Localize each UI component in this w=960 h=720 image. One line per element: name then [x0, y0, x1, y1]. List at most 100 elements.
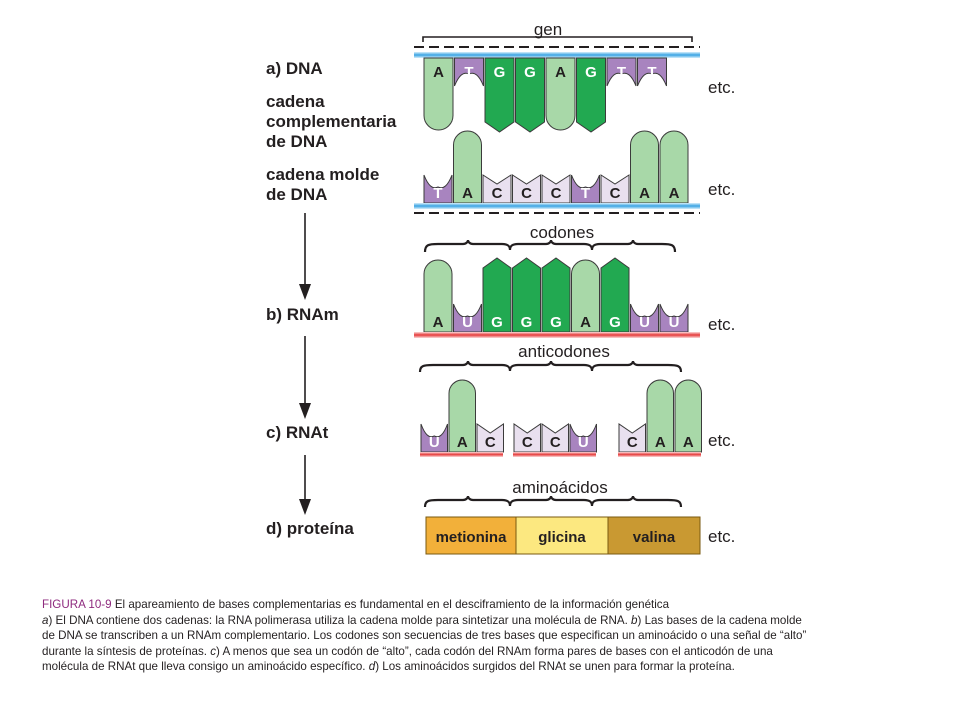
base-letter: A — [683, 434, 694, 451]
codones-bracket: codones — [423, 223, 677, 253]
label-cadena-complementaria: cadena complementaria de DNA — [266, 92, 396, 152]
caption-l2-b: de DNA se transcriben a un RNAm compleme… — [42, 629, 807, 643]
dna-top-backbone — [414, 46, 700, 58]
base-letter: C — [627, 434, 638, 451]
aminoacid-valina: valina — [633, 529, 676, 546]
caption-l4-b: molécula de RNAt que lleva consigo un am… — [42, 660, 369, 674]
base-letter: T — [464, 64, 473, 81]
base-letter: G — [524, 64, 536, 81]
label-d-proteina: d) proteína — [266, 519, 354, 538]
caption-line-2: de DNA se transcriben a un RNAm compleme… — [42, 628, 922, 644]
base-letter: A — [555, 64, 566, 81]
base-u — [630, 303, 659, 333]
label-cadena-complementaria-line2: complementaria — [266, 112, 397, 131]
caption-l3-c: c — [210, 644, 217, 658]
caption-l1-d: ) Las bases de la cadena molde — [637, 613, 802, 627]
label-cadena-complementaria-line1: cadena — [266, 92, 325, 111]
label-b-rnam: b) RNAm — [266, 305, 339, 324]
base-letter: A — [655, 434, 666, 451]
base-t — [637, 57, 667, 87]
base-letter: C — [550, 434, 561, 451]
base-letter: T — [581, 185, 590, 202]
caption-l4-c: d — [368, 660, 376, 674]
caption-l3-b: durante la síntesis de proteínas. — [42, 644, 211, 658]
base-t — [423, 174, 453, 204]
base-g — [576, 57, 606, 133]
etc-label-4: etc. — [708, 431, 735, 450]
base-a — [423, 57, 454, 131]
base-u — [453, 303, 482, 333]
base-letter: C — [522, 434, 533, 451]
caption-l1-c: b — [631, 613, 638, 627]
base-a — [453, 130, 482, 204]
base-letter: A — [580, 314, 591, 331]
label-cadena-complementaria-line3: de DNA — [266, 132, 328, 151]
base-a — [448, 379, 476, 453]
base-letter: C — [492, 185, 503, 202]
base-letter: U — [429, 434, 440, 451]
base-letter: C — [485, 434, 496, 451]
base-u — [420, 423, 448, 453]
label-cadena-molde-line2: de DNA — [266, 185, 328, 204]
base-letter: G — [585, 64, 597, 81]
etc-label-3: etc. — [708, 315, 735, 334]
base-letter: C — [610, 185, 621, 202]
etc-label-2: etc. — [708, 180, 735, 199]
base-letter: T — [617, 64, 626, 81]
base-t — [571, 174, 600, 204]
caption-title: FIGURA 10-9 — [42, 598, 112, 611]
protein-chain: metionina glicina valina — [425, 516, 701, 555]
base-letter: G — [550, 314, 562, 331]
base-letter: A — [639, 185, 650, 202]
base-letter: A — [433, 314, 444, 331]
base-letter: G — [491, 314, 503, 331]
caption-l4-d: ) Los aminoácidos surgidos del RNAt se u… — [375, 660, 735, 674]
base-a — [659, 130, 689, 204]
aminoacid-metionina: metionina — [436, 529, 507, 546]
base-g — [515, 57, 545, 133]
base-t — [454, 57, 484, 87]
base-letter: A — [462, 185, 473, 202]
base-a — [674, 379, 702, 453]
base-a — [423, 259, 453, 333]
base-t — [606, 57, 637, 87]
flow-arrows — [299, 213, 311, 515]
caption-line-3: durante la síntesis de proteínas. c) A m… — [42, 644, 922, 660]
caption-line-4: molécula de RNAt que lleva consigo un am… — [42, 659, 922, 675]
base-letter: U — [639, 314, 650, 331]
etc-label-5: etc. — [708, 527, 735, 546]
dna-bottom-backbone — [414, 203, 700, 214]
base-letter: T — [433, 185, 442, 202]
base-letter: U — [462, 314, 473, 331]
caption-l3-d: ) A menos que sea un codón de “alto”, ca… — [216, 644, 773, 658]
gen-label: gen — [534, 20, 562, 39]
etc-label-1: etc. — [708, 78, 735, 97]
base-u — [659, 303, 689, 333]
base-letter: U — [578, 434, 589, 451]
label-a-dna: a) DNA — [266, 59, 323, 78]
mrna-backbone — [414, 332, 700, 338]
base-a — [630, 130, 659, 204]
caption-line-1: a) El DNA contiene dos cadenas: la RNA p… — [42, 613, 922, 629]
base-letter: G — [494, 64, 506, 81]
codones-label: codones — [530, 223, 594, 242]
base-a — [571, 259, 600, 333]
caption-l1-b: ) El DNA contiene dos cadenas: la RNA po… — [48, 613, 632, 627]
aminoacidos-label: aminoácidos — [512, 478, 607, 497]
caption-l1-a: a — [42, 613, 49, 627]
base-g — [484, 57, 515, 133]
label-c-rnat: c) RNAt — [266, 423, 329, 442]
label-cadena-molde-line1: cadena molde — [266, 165, 380, 184]
gene-bracket: gen — [422, 20, 693, 42]
base-letter: A — [457, 434, 468, 451]
base-letter: A — [433, 64, 444, 81]
base-letter: G — [521, 314, 533, 331]
base-letter: G — [609, 314, 621, 331]
base-u — [569, 423, 597, 453]
aminoacidos-bracket: aminoácidos — [423, 478, 683, 508]
